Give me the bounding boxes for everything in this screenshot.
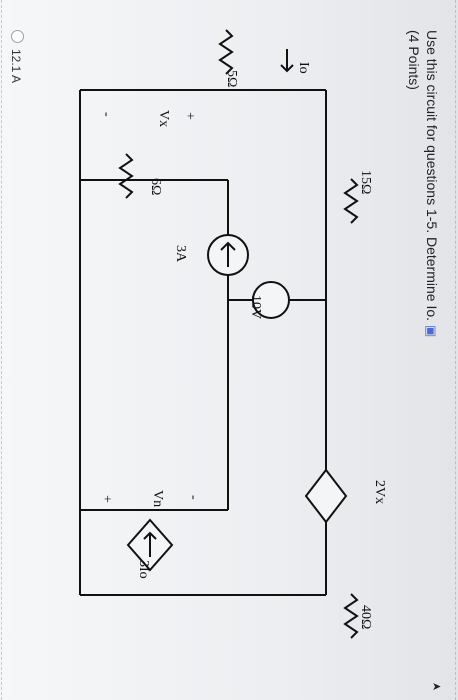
vs-label: 10V: [248, 295, 263, 319]
circuit-wires: [79, 89, 327, 596]
resistor-6ohm: [118, 153, 134, 199]
dep-c-label: 3Io: [136, 560, 151, 579]
right-divider: [455, 0, 456, 700]
io-label: Io: [296, 62, 311, 74]
mouse-cursor-icon: ➤: [432, 681, 442, 693]
vx-plus: +: [182, 112, 197, 120]
vn-minus: -: [186, 495, 201, 500]
io-arrow-icon: [280, 49, 294, 73]
vx-label: Vx: [156, 110, 171, 127]
resistor-15ohm: [343, 178, 359, 224]
dep-v-label: 2Vx: [372, 480, 387, 504]
voltage-source-10v: [252, 281, 290, 319]
vn-plus: +: [99, 495, 114, 503]
r15-label: 15Ω: [358, 170, 373, 194]
dependent-voltage-source: [304, 468, 348, 524]
r6-label: 6Ω: [148, 178, 163, 195]
r5-label: 5Ω: [224, 70, 239, 87]
current-arrow-icon: [220, 241, 236, 267]
vn-label: Vn: [150, 490, 165, 507]
vx-minus: -: [99, 112, 114, 117]
dep-current-arrow-icon: [143, 531, 157, 557]
resistor-40ohm: [343, 593, 359, 639]
r40-label: 40Ω: [358, 605, 373, 629]
cs-label: 3A: [173, 245, 188, 263]
left-divider: [1, 0, 2, 700]
resistor-5ohm: [218, 29, 234, 75]
